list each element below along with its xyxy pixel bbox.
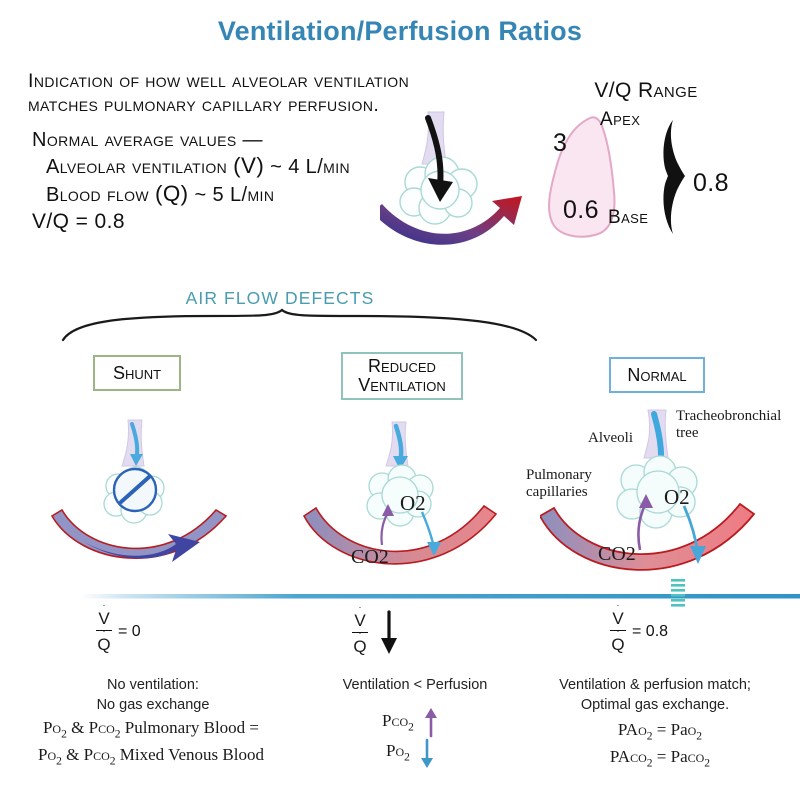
intro-line-2: matches pulmonary capillary perfusion. — [28, 93, 380, 116]
intro-line-1: Indication of how well alveolar ventilat… — [28, 70, 410, 92]
denominator-letter: Q — [611, 635, 625, 654]
co2-label-reduced: CO2 — [351, 546, 389, 568]
blood-flow-symbol: (Q) — [154, 180, 189, 206]
caption-normal-line2: Optimal gas exchange. — [580, 696, 730, 713]
alveolar-ventilation-value: ~ 4 L/min — [264, 156, 351, 179]
caption-normal: Ventilation & perfusion match; Optimal g… — [520, 676, 790, 715]
base-value: 0.6 — [563, 196, 599, 224]
caption-normal-line1: Ventilation & perfusion match; — [559, 677, 751, 693]
fraction-denominator: ·Q — [352, 628, 368, 656]
numerator-dot: · — [358, 601, 362, 612]
reduced-line1: Reduced — [368, 356, 436, 377]
fraction-numerator: ·V — [610, 601, 626, 628]
numerator-letter: V — [612, 609, 624, 628]
category-label-shunt: Shunt — [112, 362, 162, 383]
fraction-numerator: ·V — [96, 601, 112, 628]
category-box-shunt[interactable]: Shunt — [93, 355, 181, 391]
down-arrow-icon — [381, 610, 397, 654]
caption-shunt-line1: No ventilation: — [107, 677, 199, 693]
category-box-reduced-ventilation[interactable]: Reduced Ventilation — [341, 352, 463, 400]
reduced-ventilation-illustration — [302, 421, 498, 565]
vq-value-normal: = 0.8 — [632, 622, 669, 640]
denominator-dot: · — [358, 627, 362, 638]
gas-equation-normal-line2: PAco2 = Paco2 — [609, 747, 711, 770]
fraction-denominator: ·Q — [610, 627, 626, 654]
numerator-letter: V — [354, 610, 366, 630]
caption-shunt: No ventilation: No gas exchange — [18, 676, 288, 715]
co2-label-normal: CO2 — [598, 543, 636, 565]
vq-range-mean-value: 0.8 — [693, 169, 729, 197]
apex-value: 3 — [553, 129, 568, 157]
up-arrow-icon — [424, 708, 437, 738]
air-flow-defects-brace-icon — [61, 308, 538, 342]
vq-range-brace-icon — [663, 120, 685, 234]
alveolar-ventilation-line: Alveolar ventilation (V) ~ 4 L/min — [46, 152, 412, 179]
shunt-illustration — [50, 419, 228, 562]
alveolar-ventilation-label: Alveolar ventilation — [46, 156, 234, 179]
lung-silhouette-icon — [548, 116, 616, 238]
vq-value-shunt: = 0 — [118, 622, 141, 640]
normal-values-block: Normal average values — Alveolar ventila… — [32, 128, 412, 235]
vq-fraction: ·V ·Q — [352, 602, 368, 656]
blood-flow-value: ~ 5 L/min — [188, 183, 275, 206]
denominator-letter: Q — [353, 636, 367, 656]
gas-equation-normal-line1: PAo2 = Pao2 — [617, 720, 703, 743]
down-arrow-icon — [420, 738, 433, 768]
denominator-dot: · — [616, 626, 620, 636]
label-alveoli: Alveoli — [588, 430, 633, 446]
caption-reduced-line1: Ventilation < Perfusion — [342, 677, 488, 693]
vq-fraction: ·V ·Q — [610, 601, 626, 654]
section-header-air-flow-defects: AIR FLOW DEFECTS — [185, 288, 375, 308]
gas-equation-shunt: Po2 & Pco2 Pulmonary Blood = Po2 & Pco2 … — [6, 716, 296, 770]
reduced-line2: Ventilation — [358, 375, 446, 395]
fraction-bar — [610, 630, 626, 631]
gas-row-pco2: Pco2 — [330, 708, 490, 738]
vq-fraction: ·V ·Q — [96, 601, 112, 654]
divider-line — [80, 594, 800, 599]
category-label-reduced-ventilation: Reduced Ventilation — [358, 357, 446, 395]
alveolar-ventilation-symbol: (V) — [233, 153, 265, 179]
numerator-dot: · — [616, 600, 620, 610]
numerator-letter: V — [98, 609, 110, 628]
fraction-numerator: ·V — [352, 602, 368, 630]
vq-equation-shunt: ·V ·Q = 0 — [96, 601, 141, 654]
normal-ventilation-illustration — [540, 409, 756, 571]
po2-label: Po2 — [386, 741, 410, 764]
base-label: Base — [608, 207, 649, 228]
denominator-dot: · — [102, 626, 106, 636]
o2-label-reduced: O2 — [400, 491, 426, 515]
numerator-dot: · — [102, 600, 106, 610]
fraction-bar — [352, 631, 368, 633]
gas-changes-reduced: Pco2 Po2 — [330, 708, 490, 768]
vq-equation-normal: ·V ·Q = 0.8 — [610, 601, 669, 654]
vq-equation-reduced: ·V ·Q — [352, 602, 400, 656]
blood-flow-line: Blood flow (Q) ~ 5 L/min — [46, 180, 412, 207]
gas-row-po2: Po2 — [330, 738, 490, 768]
pco2-label: Pco2 — [382, 711, 414, 734]
caption-reduced: Ventilation < Perfusion — [300, 676, 530, 696]
caption-shunt-line2: No gas exchange — [96, 696, 210, 713]
fraction-denominator: ·Q — [96, 627, 112, 654]
alveolus-perfusion-illustration — [380, 111, 522, 245]
o2-label-normal: O2 — [664, 485, 690, 509]
category-label-normal: Normal — [627, 364, 687, 385]
fraction-bar — [96, 630, 112, 631]
normal-values-heading: Normal average values — — [32, 129, 263, 151]
label-tracheobronchial-tree: Tracheobronchial tree — [676, 408, 782, 441]
ladder-marker-icon — [671, 579, 685, 607]
page-title: Ventilation/Perfusion Ratios — [217, 16, 583, 46]
gas-equation-normal: PAo2 = Pao2 PAco2 = Paco2 — [540, 718, 780, 772]
gas-equation-shunt-line2: Po2 & Pco2 Mixed Venous Blood — [37, 745, 264, 768]
category-box-normal[interactable]: Normal — [609, 357, 705, 393]
gas-equation-shunt-line1: Po2 & Pco2 Pulmonary Blood = — [42, 718, 260, 741]
apex-label: Apex — [600, 109, 641, 130]
intro-text: Indication of how well alveolar ventilat… — [28, 70, 428, 118]
label-pulmonary-capillaries: Pulmonary capillaries — [526, 467, 592, 500]
blood-flow-label: Blood flow — [46, 183, 155, 206]
denominator-letter: Q — [97, 635, 111, 654]
vq-range-title: V/Q Range — [594, 79, 698, 102]
vq-ratio-value: V/Q = 0.8 — [32, 210, 125, 234]
